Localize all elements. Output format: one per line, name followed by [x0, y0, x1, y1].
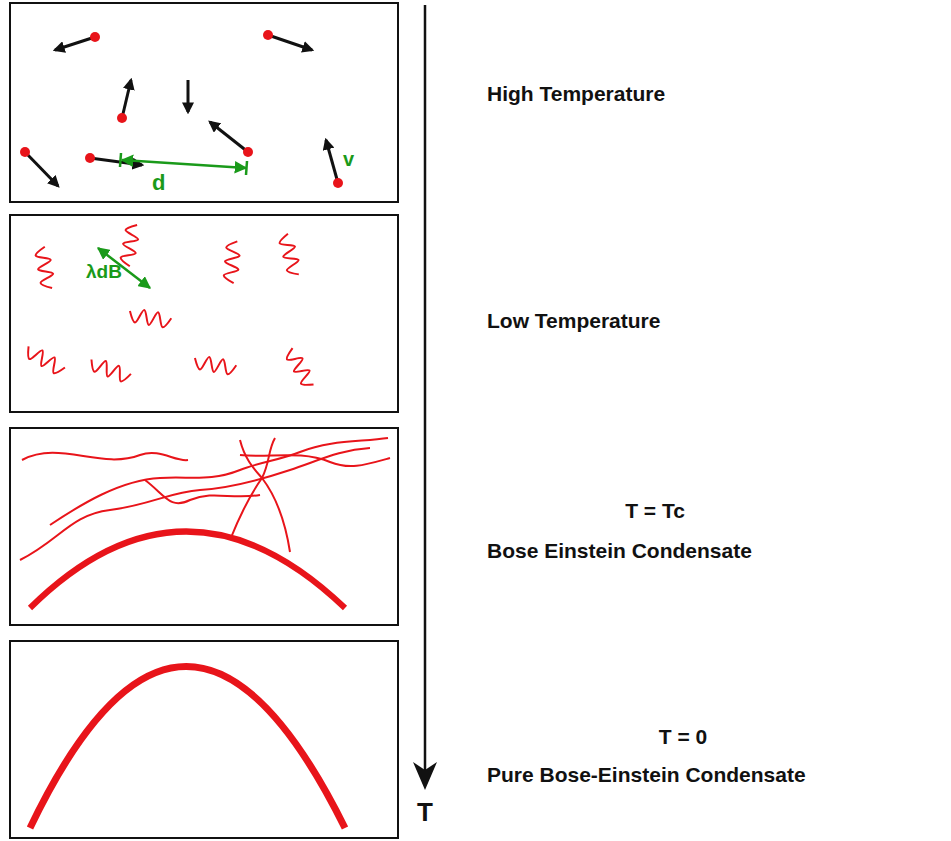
stage-label: Low Temperature — [487, 309, 660, 332]
wave-packet — [91, 360, 130, 382]
stage-label: Bose Einstein Condensate — [487, 539, 752, 562]
velocity-arrow — [122, 80, 131, 118]
symbol-label: v — [343, 148, 354, 170]
stage-label: T — [417, 798, 433, 827]
symbol-label: d — [152, 171, 165, 195]
atom-dot — [90, 32, 100, 42]
symbol-label: λdB — [86, 262, 122, 283]
stage-label: Pure Bose-Einstein Condensate — [487, 763, 806, 786]
wave-line — [145, 480, 260, 503]
wave-line — [240, 455, 390, 466]
wave-packet — [280, 234, 299, 275]
wave-packet — [36, 247, 53, 288]
velocity-arrow — [326, 140, 338, 183]
atom-dot — [20, 147, 30, 157]
stage-label: T = Tc — [625, 499, 685, 522]
panel-frame — [10, 428, 398, 625]
temperature-axis — [413, 5, 437, 790]
atoms — [20, 30, 343, 188]
atom-dot — [333, 178, 343, 188]
atom-dot — [85, 153, 95, 163]
wave-line — [22, 453, 188, 460]
stage-label: High Temperature — [487, 82, 665, 105]
condensate-wave — [30, 532, 345, 609]
velocity-arrow — [187, 80, 190, 112]
wave-packet — [195, 357, 236, 374]
wave-line — [20, 448, 370, 560]
wave-line — [240, 440, 290, 552]
wave-packet — [224, 241, 240, 283]
axis-head — [413, 762, 437, 790]
wave-line — [50, 438, 388, 525]
distance-marker — [120, 153, 247, 175]
wave-packet — [130, 310, 171, 327]
wave-packet — [28, 346, 65, 373]
panel-frame — [10, 215, 398, 412]
condensate-wave — [30, 667, 345, 829]
atom-dot — [117, 113, 127, 123]
panel-frame — [10, 641, 398, 838]
atom-dot — [243, 147, 253, 157]
velocity-arrow — [210, 122, 248, 152]
wave-packet — [287, 348, 314, 385]
panel-frames — [10, 3, 398, 838]
velocity-arrow — [25, 152, 58, 186]
overlapping-waves — [20, 438, 390, 560]
atom-dot — [263, 30, 273, 40]
velocity-arrow — [268, 35, 312, 50]
distance-line — [122, 160, 246, 168]
velocity-arrow — [55, 37, 95, 50]
stage-label: T = 0 — [659, 725, 707, 748]
wave-packet — [121, 225, 138, 266]
distance-tick — [120, 153, 121, 167]
panel-frame — [10, 3, 398, 202]
wave-packets — [28, 225, 313, 385]
distance-tick — [246, 161, 247, 175]
axis-line — [424, 5, 427, 770]
